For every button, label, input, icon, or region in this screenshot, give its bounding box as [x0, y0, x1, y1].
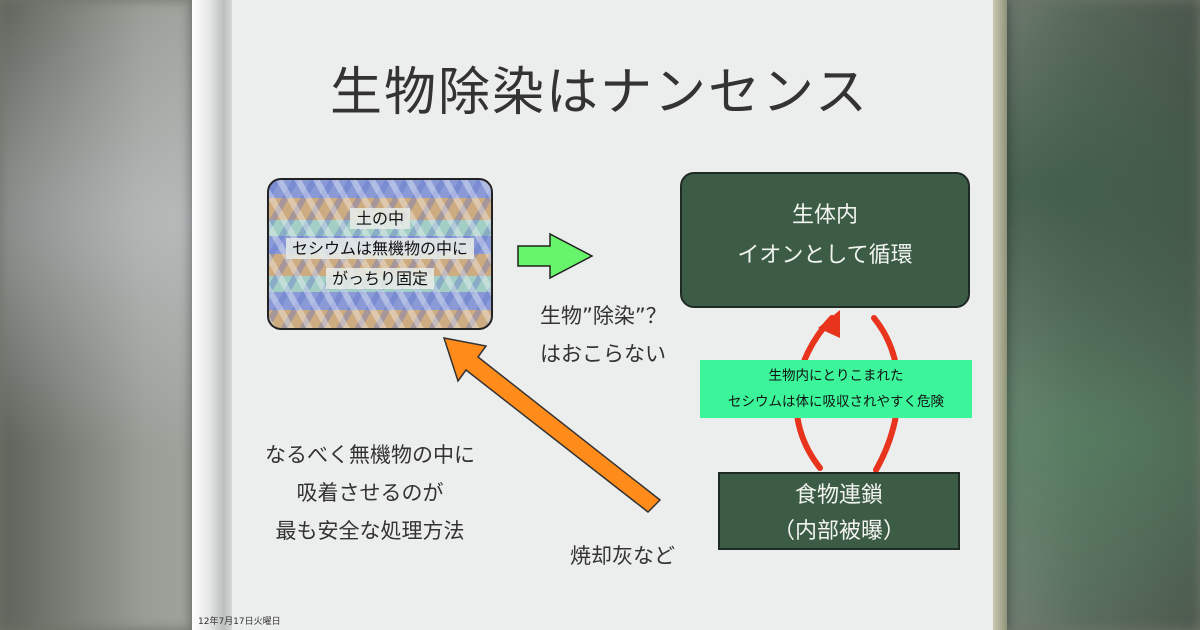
food-chain-line-1: 食物連鎖 — [794, 483, 883, 508]
soil-line-3: がっちり固定 — [325, 268, 434, 289]
in-body-line-2: イオンとして循環 — [737, 243, 913, 268]
soil-line-2: セシウムは無機物の中に — [285, 238, 474, 259]
soil-text: 土の中 セシウムは無機物の中に がっちり固定 — [269, 204, 491, 294]
question-line-2: はおこらない — [540, 342, 666, 366]
green-arrow — [517, 232, 594, 280]
food-chain-box: 食物連鎖 （内部被曝） — [718, 472, 960, 550]
method-line-3: 最も安全な処理方法 — [275, 519, 465, 543]
book-binding — [192, 0, 232, 630]
warning-line-2: セシウムは体に吸収されやすく危険 — [728, 394, 944, 410]
method-line-2: 吸着させるのが — [296, 481, 444, 505]
red-cycle-arrowhead — [818, 310, 840, 338]
safest-method-text: なるべく無機物の中に 吸着させるのが 最も安全な処理方法 — [246, 436, 494, 550]
in-body-box: 生体内 イオンとして循環 — [680, 172, 970, 308]
soil-line-1: 土の中 — [349, 208, 410, 229]
orange-arrow — [442, 337, 662, 513]
footer-date: 12年7月17日火曜日 — [198, 617, 281, 627]
warning-line-1: 生物内にとりこまれた — [768, 368, 904, 384]
in-body-line-1: 生体内 — [791, 203, 858, 228]
slide-title: 生物除染はナンセンス — [330, 63, 869, 123]
method-line-1: なるべく無機物の中に — [265, 443, 475, 467]
soil-box: 土の中 セシウムは無機物の中に がっちり固定 — [267, 178, 493, 330]
slide-page: 生物除染はナンセンス 土の中 セシウムは無機物の中に がっちり固定 生体内 イオ… — [192, 0, 1007, 630]
decontamination-question: 生物”除染”？ はおこらない — [540, 297, 667, 373]
page-edge — [993, 0, 1007, 630]
food-chain-line-2: （内部被曝） — [772, 519, 905, 544]
absorption-warning-label: 生物内にとりこまれた セシウムは体に吸収されやすく危険 — [700, 360, 972, 418]
incineration-ash-text: 焼却灰など — [570, 544, 675, 568]
question-line-1: 生物”除染”？ — [540, 304, 667, 328]
